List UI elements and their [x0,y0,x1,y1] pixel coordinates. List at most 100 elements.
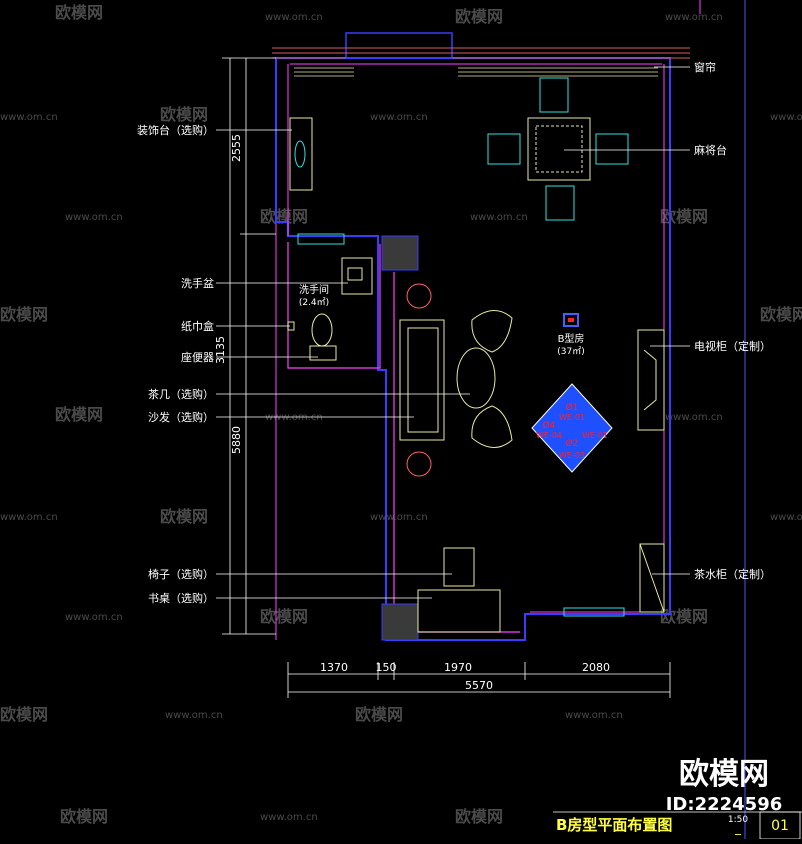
watermark-url: www.om.cn [260,812,318,823]
washbasin-shape [341,257,373,295]
tissue-box-label: 纸巾盒 [181,319,214,333]
watermark-logo: 欧模网 [0,305,48,324]
watermark-url: www.om.cn [770,512,802,523]
watermark-url: www.om.cn [265,12,323,23]
watermark-url: www.om.cn [165,710,223,721]
walls [275,32,671,641]
door-sill [297,233,345,245]
watermark-item: www.om.cn [0,512,58,523]
washroom-wall [287,242,381,369]
watermark-url: www.om.cn [665,412,723,423]
watermark-id: ID:2224596 [666,794,783,815]
dimension-value: 5880 [230,426,243,454]
watermark-item: www.om.cn [565,710,623,721]
watermark-logo: 欧模网 [160,105,208,124]
watermark-item: www.om.cn [165,710,223,721]
watermark-url: www.om.cn [65,212,123,223]
watermark-url: www.om.cn [65,612,123,623]
watermark-item: www.om.cn [665,412,723,423]
tv-shape [643,349,657,411]
toilet-label: 座便器 [181,350,214,364]
watermark-url: www.om.cn [665,12,723,23]
watermark-item: 欧模网 [760,305,802,324]
outer-wall [275,57,671,641]
curtain-fold [294,67,658,77]
chair-shape [539,77,569,113]
watermark-item: www.om.cn [265,412,323,423]
mahjong-table-shape [527,117,591,181]
mahjong-table-label: 麻将台 [694,143,727,157]
watermark-logo: 欧模网 [60,807,108,826]
watermark-logo: 欧模网 [660,207,708,226]
column [381,603,419,641]
watermark-url: www.om.cn [565,710,623,721]
sofa-label: 沙发（选购） [148,410,214,424]
watermark-item: 欧模网 [160,105,208,124]
watermark-item: 欧模网 [260,607,308,626]
armchair-shape [471,405,513,448]
washbasin-label: 洗手盆 [181,276,214,290]
living-area [399,283,513,477]
watermark-item: www.om.cn [0,112,58,123]
room-type-label: B型房 [558,332,585,345]
vertical-dimensions [222,57,276,635]
curtain-label: 窗帘 [694,60,716,74]
decor-table-label: 装饰台（选购） [137,123,214,137]
dimension-value: 150 [376,661,397,674]
column [381,235,419,271]
dimension-value: 1970 [444,661,472,674]
floor-marker-text: Ø1 [566,402,579,413]
horizontal-dimensions [287,662,671,698]
leader-lines-right [564,66,690,575]
decor-vase [294,140,306,168]
drawing-scale: 1:50 [728,815,748,825]
floor-marker-text: Ø4 [543,420,556,431]
toilet-tank [309,345,337,361]
watermark-item: www.om.cn [370,112,428,123]
floor-marker-diamond [531,383,613,473]
right-labels: 窗帘 麻将台 电视柜（定制） 茶水柜（定制） [694,60,771,581]
floor-marker-text: WE-01 [559,413,585,422]
chair-shape [545,185,575,221]
watermark-item: 欧模网 [455,807,503,826]
room-area-label: (37㎡) [557,346,584,357]
dimension-value: 1370 [320,661,348,674]
watermark-logo: 欧模网 [160,507,208,526]
tv-cabinet-label: 电视柜（定制） [694,339,771,353]
watermark-item: 欧模网 [660,207,708,226]
watermark-item: 欧模网 [355,705,403,724]
window-frame [345,32,453,59]
watermark-item: 欧模网 [260,207,308,226]
title-block: B房型平面布置图 1:50 _ 01 [553,811,802,840]
sheet-dash: _ [734,821,742,835]
decor-table [289,117,313,191]
watermark-item: 欧模网 [455,7,503,26]
sofa-cushion [407,327,439,433]
chair-label: 椅子（选购） [148,567,214,581]
watermark-item: 欧模网 [0,705,48,724]
chair-shape [443,547,475,587]
floor-marker-text: Ø2 [566,438,579,449]
decor-table-body [289,117,313,191]
coffee-table-label: 茶几（选购） [148,387,214,401]
drawing-title: B房型平面布置图 [556,816,672,834]
side-table [406,283,432,309]
watermark-logo: 欧模网 [455,807,503,826]
watermark-logo: 欧模网 [760,305,802,324]
chair-shape [595,133,629,165]
watermark-item: 欧模网 [660,607,708,626]
watermark-item: www.om.cn [65,612,123,623]
watermark-logo: 欧模网 [355,705,403,724]
tv-cabinet-shape [637,329,665,431]
desk-shape [417,589,501,633]
watermark-url: www.om.cn [370,112,428,123]
watermark-logo: 欧模网 [55,3,103,22]
floor-marker-text: WE-01 [582,431,608,440]
coffee-table-shape [456,347,496,409]
floor-marker-text: WE-03 [559,451,585,460]
watermark-url: www.om.cn [370,512,428,523]
tea-cabinet-line [639,543,665,613]
dimension-value: 2080 [582,661,610,674]
